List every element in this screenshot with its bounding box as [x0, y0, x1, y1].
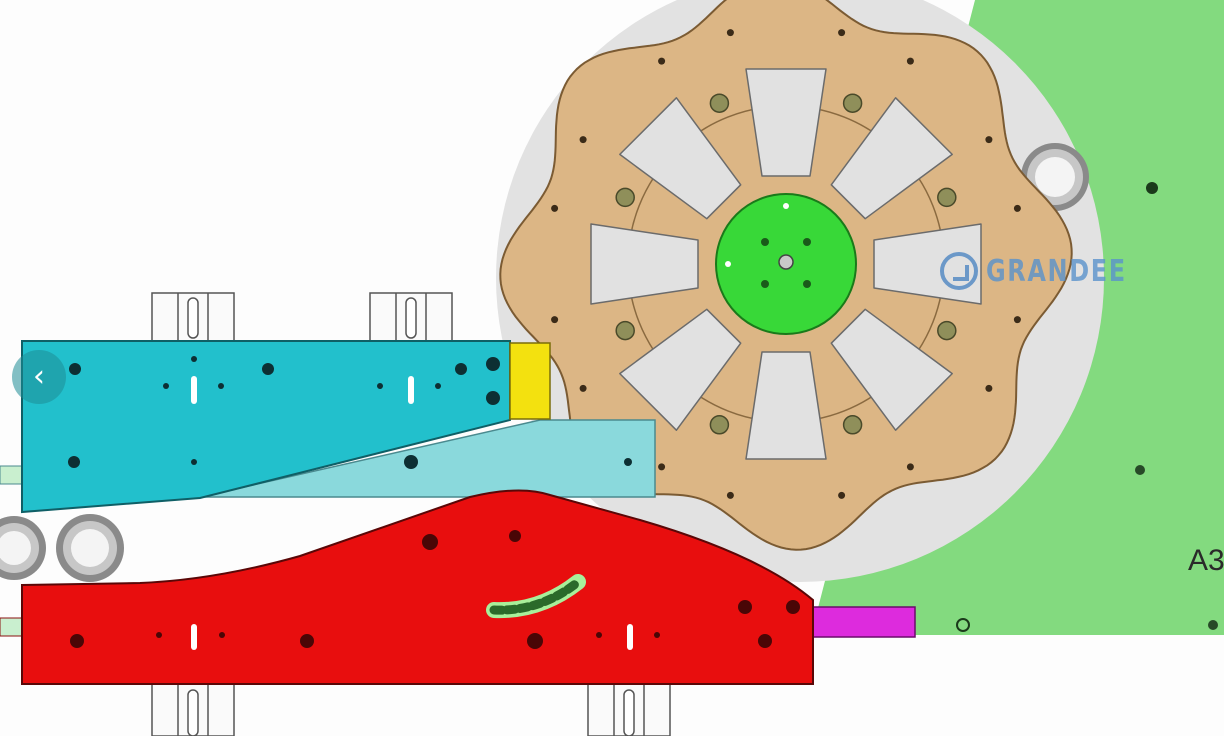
lower-guide-rail [0, 489, 916, 685]
rim-hole [726, 29, 734, 37]
starwheel-pocket [745, 68, 827, 177]
starwheel-holes [551, 29, 1021, 499]
rim-hole [906, 463, 914, 471]
starwheel-pocket [590, 223, 699, 305]
starwheel-pocket [619, 97, 742, 220]
rim-hole [985, 136, 993, 144]
rim-hole [658, 57, 666, 65]
bolt-hole [615, 320, 635, 341]
upper-clamps [151, 292, 453, 342]
chevron-left-icon[interactable]: ‹ [12, 350, 66, 404]
upper-guide-rail [0, 340, 656, 514]
rim-hole [838, 29, 846, 37]
bolt-hole [842, 415, 863, 435]
bolt-hole [709, 93, 730, 113]
bolt-hole [937, 320, 957, 341]
starwheel-pocket [745, 351, 827, 460]
brand-text: GRANDEE [986, 253, 1127, 289]
bolt-hole [937, 187, 957, 208]
grandee-logo-icon [940, 252, 978, 290]
bolt-hole [709, 415, 730, 435]
rim-hole [579, 384, 587, 392]
starwheel-pocket [830, 308, 953, 431]
turntable-bearing [1021, 143, 1089, 211]
rim-hole [726, 491, 734, 499]
bolt-hole [615, 187, 635, 208]
magenta-stop-block [812, 606, 916, 638]
yellow-stop-block [509, 342, 551, 420]
bearing-rollers [0, 514, 124, 582]
starwheel-pocket [830, 97, 953, 220]
rim-hole [1013, 204, 1021, 212]
rim-hole [1013, 316, 1021, 324]
rim-hole [906, 57, 914, 65]
starwheel-hub [715, 193, 857, 335]
rim-hole [579, 136, 587, 144]
rim-hole [551, 316, 559, 324]
brand-watermark: GRANDEE [940, 252, 1162, 290]
rim-hole [551, 204, 559, 212]
starwheel-pocket [619, 308, 742, 431]
rim-hole [658, 463, 666, 471]
rim-hole [985, 384, 993, 392]
plate-label: A3 [1188, 544, 1224, 577]
rim-hole [838, 491, 846, 499]
bolt-hole [842, 93, 863, 113]
lower-clamps [151, 683, 671, 736]
